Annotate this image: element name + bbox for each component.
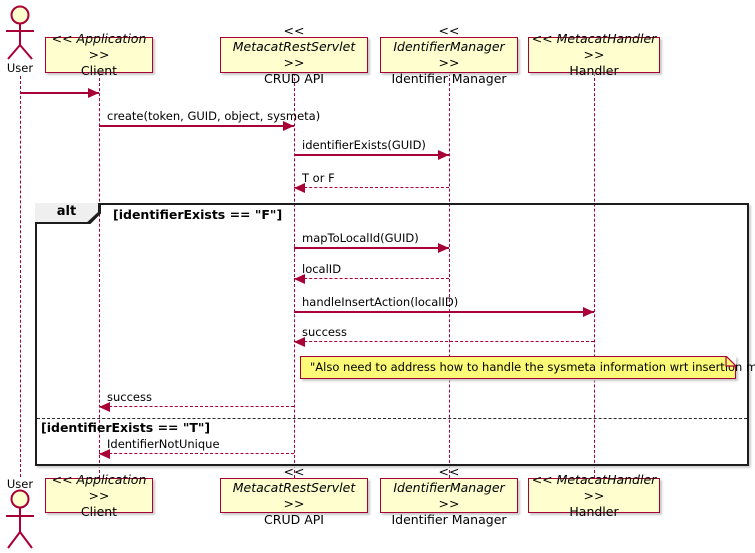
participant-name: Client	[80, 503, 118, 519]
participant-name: CRUD API	[264, 511, 324, 527]
message-line	[294, 154, 449, 156]
lifeline-client	[99, 73, 100, 478]
participant-stereotype: << MetacatRestServlet >>	[232, 463, 356, 511]
message-arrowhead-icon	[438, 150, 449, 160]
message-label: create(token, GUID, object, sysmeta)	[107, 109, 321, 123]
message-arrowhead-icon	[294, 274, 305, 284]
message-line	[294, 187, 449, 188]
message-label: success	[107, 390, 152, 404]
user-actor-icon-top	[6, 5, 34, 60]
message-arrowhead-icon	[294, 183, 305, 193]
user-actor-label-bottom: User	[6, 477, 34, 491]
participant-stereotype: << Application >>	[51, 31, 147, 62]
note-fold-icon	[725, 356, 736, 367]
lifeline-idmgr	[449, 73, 450, 478]
alt-operator-tab: alt	[35, 203, 101, 224]
user-actor-icon-bottom	[6, 489, 34, 549]
message-line	[294, 247, 449, 249]
participant-box-idmgr-bottom: << IdentifierManager >>Identifier Manage…	[380, 464, 518, 527]
participant-stereotype: << MetacatHandler >>	[531, 471, 657, 503]
user-actor-label-top: User	[6, 61, 34, 75]
message-line	[99, 453, 294, 454]
message-arrowhead-icon	[99, 449, 110, 459]
guard-else-label: [identifierExists == "T"]	[41, 420, 211, 435]
message-label: mapToLocalId(GUID)	[302, 231, 419, 245]
participant-stereotype: << MetacatHandler >>	[531, 31, 657, 62]
participant-name: Client	[80, 63, 118, 78]
message-line	[294, 341, 594, 342]
participant-name: Handler	[569, 503, 619, 519]
message-arrowhead-icon	[438, 243, 449, 253]
message-line	[99, 125, 294, 127]
message-line	[20, 92, 99, 94]
alt-operator-label: alt	[35, 203, 98, 222]
note: "Also need to address how to handle the …	[300, 356, 755, 379]
participant-box-handler-top: << MetacatHandler >>Handler	[528, 31, 660, 78]
lifeline-user	[20, 76, 21, 477]
participant-box-idmgr-top: << IdentifierManager >>Identifier Manage…	[380, 23, 518, 86]
participant-name: Handler	[569, 63, 619, 78]
participant-name: CRUD API	[264, 71, 324, 86]
message-label: handleInsertAction(localID)	[302, 295, 459, 309]
message-label: localID	[302, 262, 342, 276]
message-label: identifierExists(GUID)	[302, 138, 426, 152]
message-line	[294, 278, 449, 279]
participant-box-handler-bottom: << MetacatHandler >>Handler	[528, 472, 660, 519]
participant-box-client-bottom: << Application >>Client	[45, 472, 153, 519]
participant-name: Identifier Manager	[391, 511, 507, 527]
participant-stereotype: << IdentifierManager >>	[393, 463, 505, 511]
message-arrowhead-icon	[583, 307, 594, 317]
message-label: success	[302, 325, 347, 339]
note-text: "Also need to address how to handle the …	[310, 360, 755, 374]
participant-stereotype: << Application >>	[51, 471, 147, 503]
participant-stereotype: << MetacatRestServlet >>	[232, 23, 356, 70]
message-arrowhead-icon	[88, 88, 99, 98]
message-label: T or F	[302, 171, 335, 185]
message-arrowhead-icon	[283, 121, 294, 131]
participant-box-crud-top: << MetacatRestServlet >>CRUD API	[220, 23, 368, 86]
alt-fragment: alt [identifierExists == "F"] [identifie…	[35, 203, 749, 466]
else-divider	[37, 418, 747, 419]
message-arrowhead-icon	[99, 402, 110, 412]
participant-stereotype: << IdentifierManager >>	[393, 23, 505, 70]
message-line	[99, 406, 294, 407]
guard-if-label: [identifierExists == "F"]	[113, 207, 283, 222]
message-arrowhead-icon	[294, 337, 305, 347]
participant-box-crud-bottom: << MetacatRestServlet >>CRUD API	[220, 464, 368, 527]
lifeline-handler	[594, 73, 595, 478]
participant-name: Identifier Manager	[391, 71, 507, 86]
message-line	[294, 311, 594, 313]
participant-box-client-top: << Application >>Client	[45, 31, 153, 78]
message-label: IdentifierNotUnique	[107, 437, 220, 451]
